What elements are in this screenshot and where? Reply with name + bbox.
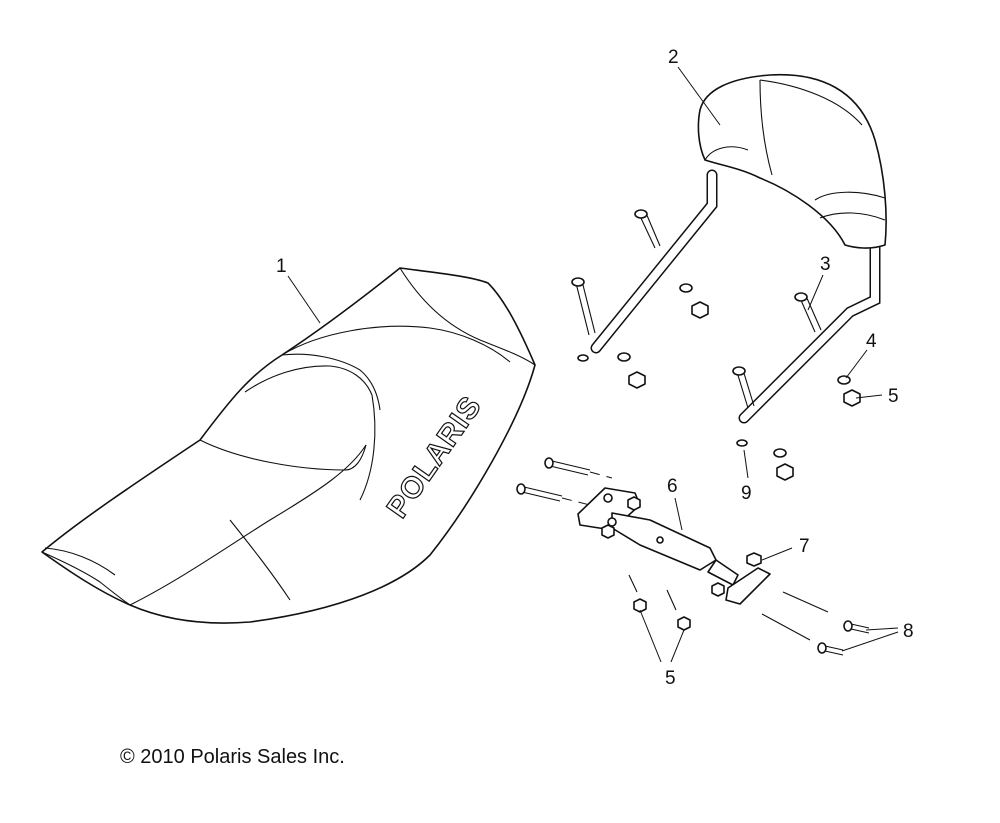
seat-part: POLARIS <box>41 267 536 624</box>
callout-4: 4 <box>866 331 877 352</box>
callout-labels: 1 2 3 4 5 5 6 7 8 9 <box>276 47 914 689</box>
fasteners <box>571 209 861 481</box>
bracket-part <box>516 457 870 656</box>
callout-7: 7 <box>799 536 810 557</box>
callout-8: 8 <box>903 621 914 642</box>
callout-2: 2 <box>668 47 679 68</box>
callout-9: 9 <box>741 483 752 504</box>
callout-5-bottom: 5 <box>665 668 676 689</box>
callout-1: 1 <box>276 256 287 277</box>
callout-6: 6 <box>667 476 678 497</box>
callout-3: 3 <box>820 254 831 275</box>
backrest-part <box>590 73 887 424</box>
callout-5-right: 5 <box>888 386 899 407</box>
leader-lines <box>287 66 899 663</box>
copyright-notice: © 2010 Polaris Sales Inc. <box>120 746 345 768</box>
